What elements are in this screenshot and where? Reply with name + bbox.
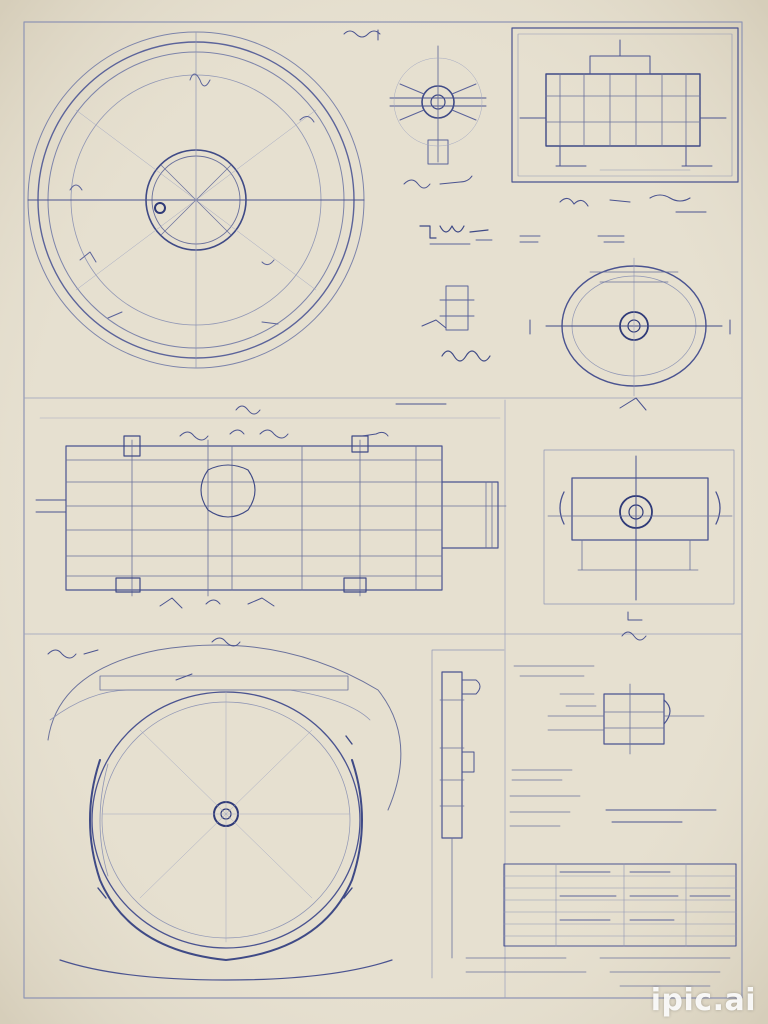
machine-elevation-top-right xyxy=(511,27,739,183)
watermark-logo: ipic.ai xyxy=(650,983,756,1018)
note-scribble-5 xyxy=(519,235,625,243)
note-scribble-3 xyxy=(421,319,447,329)
detail-and-notes-bottom-right xyxy=(509,665,717,827)
circular-plan-bottom-left xyxy=(47,637,402,981)
longitudinal-section-middle xyxy=(35,403,507,609)
note-scribble-4 xyxy=(441,350,491,362)
note-scribble-1 xyxy=(419,225,489,239)
end-view-middle-right xyxy=(543,449,735,641)
sheet-border xyxy=(23,21,743,999)
vertical-column-bottom-center xyxy=(431,649,505,979)
note-scribble-6 xyxy=(559,194,707,213)
round-side-view-right xyxy=(529,257,731,411)
circular-plan-top-left xyxy=(27,31,365,369)
bracket-detail xyxy=(439,285,475,331)
fan-detail-top-center xyxy=(389,45,487,189)
note-scribble-2 xyxy=(429,239,493,245)
header-scribble xyxy=(343,29,381,41)
notes-table-bottom-right xyxy=(465,863,737,987)
